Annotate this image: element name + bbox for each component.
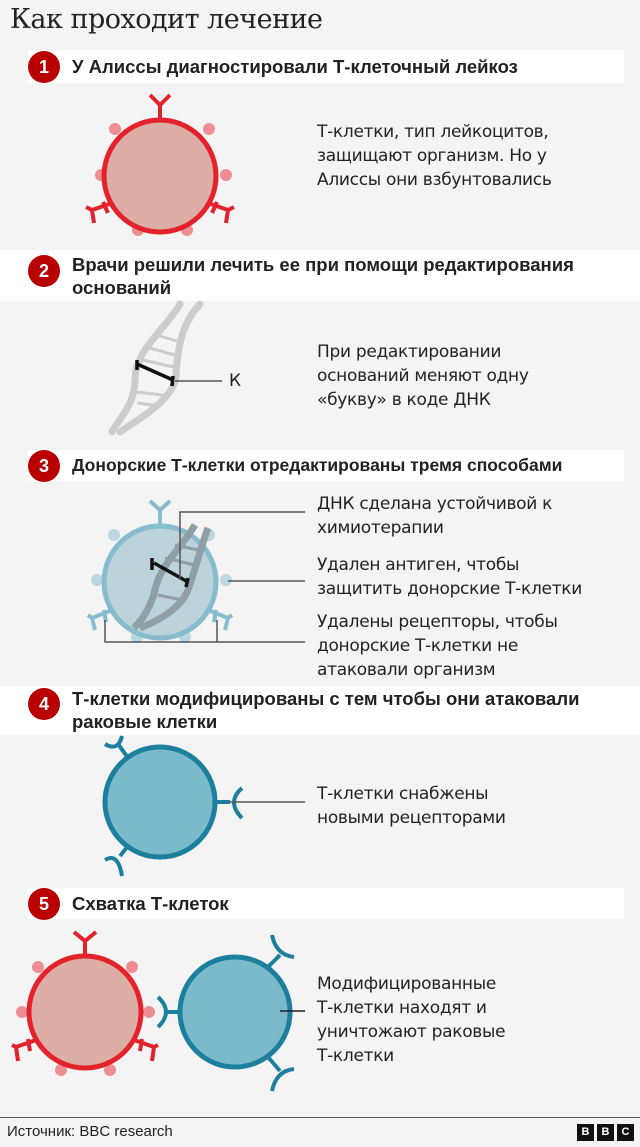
step-5-description: Модифицированные Т-клетки находят и унич… bbox=[317, 974, 506, 1066]
step-1-heading: У Алиссы диагностировали Т-клеточный лей… bbox=[72, 56, 518, 77]
page-title: Как проходит лечение bbox=[10, 4, 323, 35]
callout-receptors-removed: Удалены рецепторы, чтобы донорские Т-кле… bbox=[317, 612, 558, 680]
step-4-header: 4 Т-клетки модифицированы с тем чтобы он… bbox=[0, 686, 640, 735]
cancer-cell-icon bbox=[85, 93, 235, 236]
step-1-header: 1 У Алиссы диагностировали Т-клеточный л… bbox=[28, 50, 624, 83]
step-5-heading: Схватка Т-клеток bbox=[72, 893, 229, 914]
dna-helix-icon bbox=[108, 300, 222, 436]
step-1-badge: 1 bbox=[28, 51, 60, 83]
donor-t-cell-icon bbox=[86, 499, 305, 643]
source-text: Источник: BBC research bbox=[7, 1123, 173, 1140]
footer-divider bbox=[0, 1117, 640, 1118]
modified-t-cell-icon bbox=[102, 735, 305, 877]
step-1-description: Т-клетки, тип лейкоцитов, защищают орган… bbox=[317, 122, 552, 190]
step-2-description: При редактировании оснований меняют одну… bbox=[317, 342, 529, 410]
callout-dna-resistant: ДНК сделана устойчивой к химиотерапии bbox=[317, 494, 553, 538]
step-5-badge: 5 bbox=[28, 888, 60, 920]
dna-label: К bbox=[229, 371, 242, 391]
step-4-badge: 4 bbox=[28, 688, 60, 720]
step-3-heading: Донорские Т-клетки отредактированы тремя… bbox=[72, 455, 563, 475]
step-4-heading: Т-клетки модифицированы с тем чтобы они … bbox=[72, 688, 580, 732]
bbc-logo: B B C bbox=[577, 1124, 634, 1141]
step-3-badge: 3 bbox=[28, 450, 60, 482]
step-2-badge: 2 bbox=[28, 255, 60, 287]
step-2-heading: Врачи решили лечить ее при помощи редакт… bbox=[72, 254, 574, 298]
step-4-description: Т-клетки снабжены новыми рецепторами bbox=[317, 784, 506, 828]
t-cell-battle-icon bbox=[11, 930, 305, 1092]
step-5-header: 5 Схватка Т-клеток bbox=[28, 888, 624, 920]
step-3-header: 3 Донорские Т-клетки отредактированы тре… bbox=[28, 450, 624, 482]
step-2-header: 2 Врачи решили лечить ее при помощи реда… bbox=[0, 250, 640, 301]
callout-antigen-removed: Удален антиген, чтобы защитить донорские… bbox=[317, 555, 583, 599]
